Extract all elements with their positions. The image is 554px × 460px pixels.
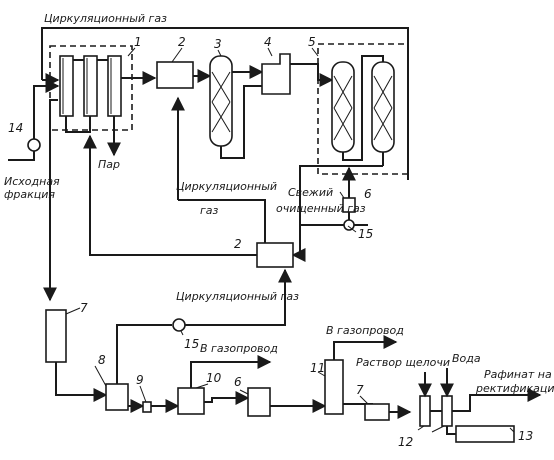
label-circ-gas-mid-2: газ	[200, 204, 219, 217]
feed-line	[8, 79, 60, 161]
separator-4	[261, 53, 291, 95]
num-8: 8	[98, 353, 106, 367]
label-feed-1: Исходная	[4, 175, 60, 188]
label-raffinate-1: Рафинат на	[484, 368, 552, 381]
label-raffinate-2: ректификацию	[475, 382, 554, 395]
exchanger-connectors	[65, 59, 115, 133]
column-7	[45, 309, 67, 363]
label-alkali: Раствор щелочи	[356, 356, 450, 369]
column-11	[324, 359, 344, 415]
num-12: 12	[398, 435, 413, 449]
to-pipeline-2-line	[333, 335, 398, 360]
num-13: 13	[518, 429, 533, 443]
num-14: 14	[8, 121, 23, 135]
pump-15-lower	[172, 318, 186, 332]
to-pipeline-1-line	[190, 355, 272, 388]
circ-gas-low-line	[185, 268, 292, 326]
pump-14	[27, 138, 41, 152]
num-15-top: 15	[358, 227, 373, 241]
num-5: 5	[308, 35, 316, 49]
num-10: 10	[206, 371, 222, 385]
label-circ-gas-mid-1: Циркуляционный	[176, 180, 277, 193]
pump-15-top	[343, 219, 355, 231]
num-3: 3	[214, 37, 222, 51]
washer-12a	[419, 395, 431, 427]
num-6-lower: 6	[234, 375, 242, 389]
num-7-lower: 7	[356, 383, 364, 397]
box-7-lower	[364, 403, 390, 421]
num-1: 1	[134, 35, 142, 49]
element-9	[142, 401, 152, 413]
label-steam: Пар	[98, 158, 120, 171]
exchanger-tube-1	[59, 55, 74, 117]
box-6-lower	[247, 387, 271, 417]
label-to-pipeline-1: В газопровод	[200, 342, 278, 355]
tank-13	[455, 425, 515, 443]
reactor-3	[209, 55, 233, 147]
label-water: Вода	[452, 352, 481, 365]
num-9: 9	[136, 373, 144, 387]
box-2-middle	[256, 242, 294, 268]
exchanger-tube-2	[83, 55, 98, 117]
num-6-top: 6	[364, 187, 372, 201]
label-fresh-gas-2: очищенный газ	[276, 202, 366, 215]
num-2-top: 2	[178, 35, 186, 49]
num-2-middle: 2	[234, 237, 242, 251]
washer-12b	[441, 395, 453, 427]
label-circ-gas-low: Циркуляционный газ	[176, 290, 299, 303]
label-to-pipeline-2: В газопровод	[326, 324, 404, 337]
num-11: 11	[310, 361, 325, 375]
box-8	[105, 383, 129, 411]
exchanger-tube-3	[107, 55, 122, 117]
left-down-line	[43, 99, 58, 302]
num-7-column: 7	[80, 301, 88, 315]
num-15-lower: 15	[184, 337, 199, 351]
label-fresh-gas-1: Свежий	[288, 186, 333, 199]
num-4: 4	[264, 35, 272, 49]
label-circ-gas-top: Циркуляционный газ	[44, 12, 167, 25]
furnace-2-top	[156, 61, 194, 89]
label-feed-2: фракция	[4, 188, 55, 201]
box-10	[177, 387, 205, 415]
